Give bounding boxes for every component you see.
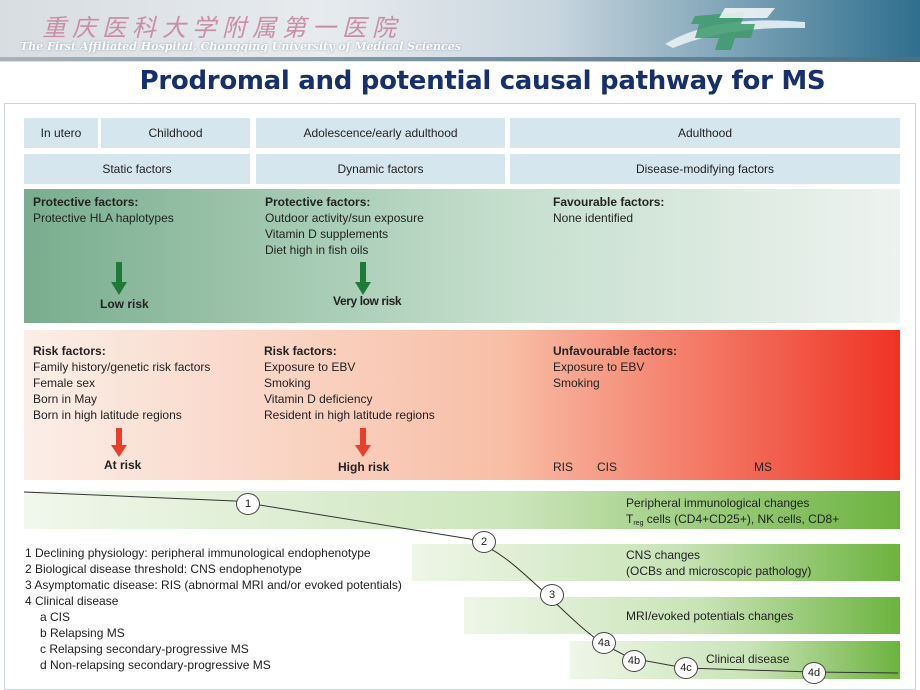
risk-item: Resident in high latitude regions — [264, 408, 435, 422]
banner-divider — [0, 57, 920, 61]
legend-subitem: c Relapsing secondary-progressive MS — [40, 642, 249, 656]
hospital-english-name: The First Affiliated Hospital, Chongqing… — [20, 40, 461, 53]
protective-item: Diet high in fish oils — [265, 243, 369, 257]
risk-item: Born in high latitude regions — [33, 408, 182, 422]
mri-band-label: MRI/evoked potentials changes — [626, 609, 794, 623]
risk-heading-2: Risk factors: — [264, 344, 337, 358]
low-risk-label: Low risk — [100, 297, 149, 311]
legend-subitem: a CIS — [40, 610, 71, 624]
cns-band-detail: (OCBs and microscopic pathology) — [626, 564, 812, 578]
clinical-band-label: Clinical disease — [706, 652, 790, 666]
favourable-item: None identified — [553, 211, 634, 225]
peripheral-band-label: Peripheral immunological changes — [626, 496, 810, 510]
marker-4c: 4c — [674, 657, 698, 679]
legend-item: 3 Asymptomatic disease: RIS (abnormal MR… — [25, 578, 402, 592]
marker-4a: 4a — [592, 632, 616, 654]
static-factors-header: Static factors — [24, 154, 250, 184]
marker-2: 2 — [472, 531, 496, 553]
protective-item: Protective HLA haplotypes — [33, 211, 174, 225]
disease-modifying-header: Disease-modifying factors — [510, 154, 900, 184]
stage-adolescence: Adolescence/early adulthood — [256, 118, 505, 148]
very-low-risk-label: Very low risk — [333, 294, 402, 308]
legend-subitem: b Relapsing MS — [40, 626, 125, 640]
ris-stage-label: RIS — [553, 460, 574, 474]
risk-heading-1: Risk factors: — [33, 344, 106, 358]
peripheral-band-detail: Treg cells (CD4+CD25+), NK cells, CD8+ — [626, 512, 840, 527]
marker-3: 3 — [540, 584, 564, 606]
at-risk-label: At risk — [104, 458, 142, 472]
protective-heading-2: Protective factors: — [265, 195, 371, 209]
risk-factors-panel: Risk factors: Family history/genetic ris… — [24, 330, 900, 480]
down-arrow-icon — [355, 262, 371, 295]
protective-item: Vitamin D supplements — [265, 227, 389, 241]
legend-item: 4 Clinical disease — [25, 594, 119, 608]
protective-item: Outdoor activity/sun exposure — [265, 211, 424, 225]
hospital-banner: 重庆医科大学附属第一医院 The First Affiliated Hospit… — [0, 0, 920, 62]
legend-subitem: d Non-relapsing secondary-progressive MS — [40, 658, 271, 672]
marker-4b: 4b — [622, 650, 646, 672]
stage-legend: 1 Declining physiology: peripheral immun… — [25, 545, 402, 673]
mri-band: MRI/evoked potentials changes — [464, 597, 900, 634]
risk-item: Smoking — [264, 376, 311, 390]
hospital-chinese-name: 重庆医科大学附属第一医院 — [42, 14, 402, 42]
risk-item: Exposure to EBV — [264, 360, 356, 374]
favourable-heading: Favourable factors: — [553, 195, 665, 209]
cns-band-label: CNS changes — [626, 548, 701, 562]
stage-childhood: Childhood — [101, 118, 250, 148]
down-arrow-icon — [111, 262, 127, 295]
hospital-logo-icon — [665, 8, 805, 50]
risk-item: Female sex — [33, 376, 96, 390]
marker-1: 1 — [236, 493, 260, 515]
protective-factors-panel: Protective factors: Protective HLA haplo… — [24, 189, 900, 323]
stage-in-utero: In utero — [24, 118, 98, 148]
legend-item: 2 Biological disease threshold: CNS endo… — [25, 562, 302, 576]
unfavourable-item: Exposure to EBV — [553, 360, 645, 374]
down-arrow-icon — [111, 428, 127, 457]
down-arrow-icon — [355, 428, 371, 457]
slide-title: Prodromal and potential causal pathway f… — [139, 66, 826, 96]
dynamic-factors-header: Dynamic factors — [256, 154, 505, 184]
cis-stage-label: CIS — [597, 460, 618, 474]
peripheral-band: Peripheral immunological changes Treg ce… — [24, 491, 900, 529]
stage-adulthood: Adulthood — [510, 118, 900, 148]
unfavourable-item: Smoking — [553, 376, 600, 390]
marker-4d: 4d — [802, 662, 826, 684]
legend-item: 1 Declining physiology: peripheral immun… — [25, 546, 371, 560]
risk-item: Family history/genetic risk factors — [33, 360, 211, 374]
protective-heading-1: Protective factors: — [33, 195, 139, 209]
unfavourable-heading: Unfavourable factors: — [553, 344, 678, 358]
risk-item: Vitamin D deficiency — [264, 392, 373, 406]
ms-stage-label: MS — [754, 460, 772, 474]
risk-item: Born in May — [33, 392, 98, 406]
high-risk-label: High risk — [338, 460, 390, 474]
